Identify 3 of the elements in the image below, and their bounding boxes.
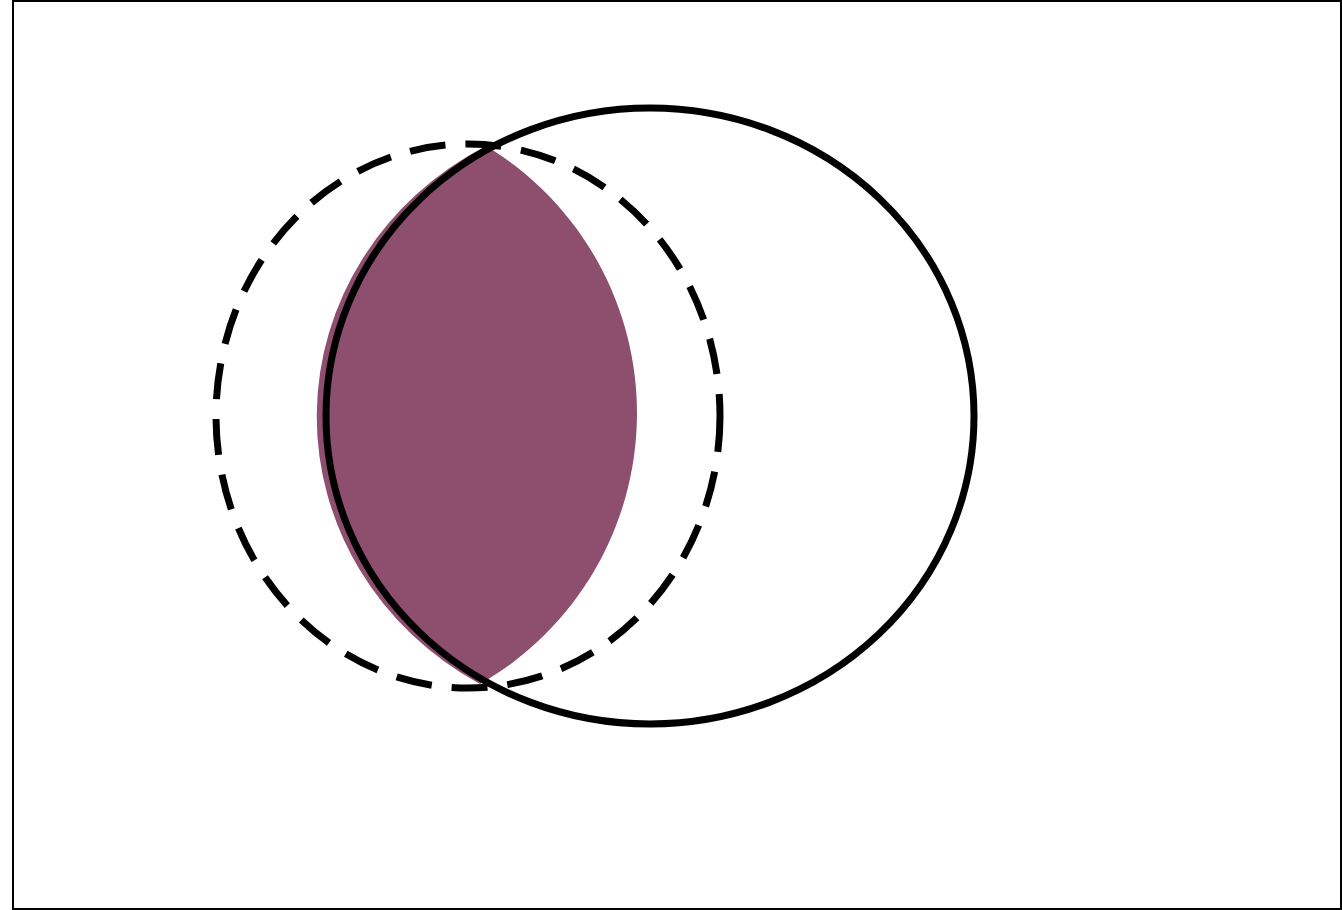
dashed-circle [212,140,724,692]
solid-circle [322,104,978,728]
overlap-region [317,146,637,684]
